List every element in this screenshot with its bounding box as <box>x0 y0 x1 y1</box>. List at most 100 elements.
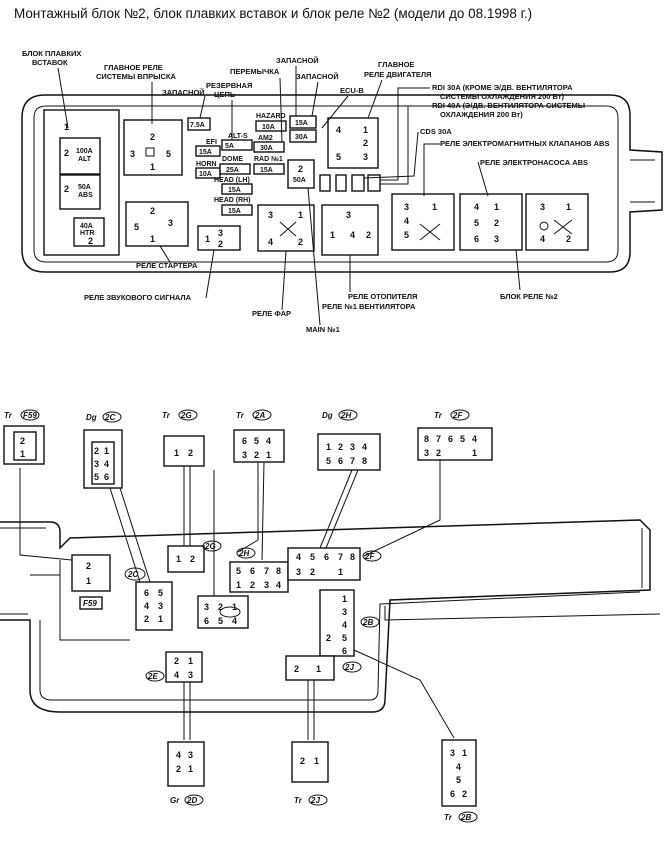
diagram-label: 6 <box>450 789 455 799</box>
diagram-label: 2 <box>566 234 571 244</box>
diagram-label: 1 <box>232 602 237 612</box>
diagram-label: 4 <box>404 216 409 226</box>
diagram-label: 2 <box>64 148 69 158</box>
diagram-label: 2A <box>254 411 265 420</box>
diagram-label: 3 <box>264 580 269 590</box>
diagram-label: 3 <box>158 601 163 611</box>
diagram-label: 7 <box>350 456 355 466</box>
diagram-label: 2E <box>147 672 158 681</box>
diagram-label: 7 <box>436 434 441 444</box>
diagram-label: 2 <box>20 436 25 446</box>
diagram-label: РЕЛЕ ЗВУКОВОГО СИГНАЛА <box>84 293 192 302</box>
diagram-label: 2 <box>174 656 179 666</box>
diagram-label: 2 <box>190 554 195 564</box>
diagram-label: 5 <box>166 149 171 159</box>
diagram-label: 5 <box>342 633 347 643</box>
diagram-label: 2C <box>127 570 138 579</box>
diagram-label: 1 <box>494 202 499 212</box>
diagram-label: HEAD (RH) <box>214 197 251 204</box>
external-connectors: Tr F59 2 1 Dg 2C 2 1 3 4 5 6 Tr 2G 1 2 T… <box>3 409 493 823</box>
diagram-label: 6 <box>250 566 255 576</box>
diagram-label: 1 <box>266 450 271 460</box>
diagram-label: 1 <box>64 122 69 132</box>
diagram-label: 1 <box>298 210 303 220</box>
diagram-label: 50A <box>293 177 306 184</box>
diagram-label: 7 <box>264 566 269 576</box>
diagram-label: 8 <box>276 566 281 576</box>
diagram-label: 2G <box>180 411 192 420</box>
diagram-label: 1 <box>104 446 109 456</box>
diagram-label: 15A <box>260 167 273 174</box>
diagram-label: RDI 40A (Э/ДВ. ВЕНТИЛЯТОРА СИСТЕМЫ <box>432 101 585 110</box>
diagram-label: 1 <box>314 756 319 766</box>
diagram-label: 2 <box>218 239 223 249</box>
diagram-label: 5 <box>218 616 223 626</box>
diagram-label: 2J <box>344 663 354 672</box>
diagram-label: 15A <box>228 187 241 194</box>
diagram-label: ЗАПАСНОЙ <box>162 88 205 97</box>
diagram-label: 15A <box>199 149 212 156</box>
diagram-label: 4 <box>456 762 461 772</box>
diagram-label: 1 <box>330 230 335 240</box>
diagram-label: ECU-B <box>340 86 364 95</box>
diagram-label: 3 <box>188 670 193 680</box>
diagram-label: РЕЛЕ ФАР <box>252 309 291 318</box>
diagram-label: 1 <box>462 748 467 758</box>
diagram-label: 4 <box>266 436 271 446</box>
diagram-label: 2 <box>298 164 303 174</box>
diagram-label: 3 <box>168 218 173 228</box>
diagram-label: 2 <box>86 561 91 571</box>
diagram-label: ГЛАВНОЕ РЕЛЕ <box>104 63 163 72</box>
diagram-label: 1 <box>86 576 91 586</box>
diagram-label: 1 <box>363 125 368 135</box>
diagram-label: 1 <box>176 554 181 564</box>
diagram-label: 2 <box>218 602 223 612</box>
diagram-label: HORN <box>196 161 217 168</box>
diagram-label: 2J <box>310 796 320 805</box>
relay-block-top: 2 2 100A ALT 50A ABS 40A HTR 2 1 2 3 5 1… <box>21 94 663 273</box>
diagram-label: 3 <box>130 149 135 159</box>
diagram-label: 1 <box>150 162 155 172</box>
diagram-label: HAZARD <box>256 113 286 120</box>
diagram-label: 3 <box>346 210 351 220</box>
diagram-label: 2F <box>452 411 463 420</box>
diagram-label: 4 <box>474 202 479 212</box>
diagram-label: 40A <box>80 223 93 230</box>
diagram-label: Tr <box>444 813 453 822</box>
diagram-label: 6 <box>324 552 329 562</box>
diagram-label: 1 <box>472 448 477 458</box>
diagram-label: 5 <box>456 775 461 785</box>
diagram-label: 3 <box>242 450 247 460</box>
diagram-label: 2 <box>64 184 69 194</box>
diagram-label: 1 <box>174 448 179 458</box>
diagram-label: СИСТЕМЫ ВПРЫСКА <box>96 72 176 81</box>
diagram-label: 2 <box>250 580 255 590</box>
diagram-label: 2 <box>150 206 155 216</box>
diagram-label: 5 <box>94 472 99 482</box>
diagram-label: РЕЛЕ ЭЛЕКТРОМАГНИТНЫХ КЛАПАНОВ ABS <box>440 139 609 148</box>
diagram-label: 4 <box>174 670 179 680</box>
relay-block-bottom: 2 1 F59 6 5 4 3 2 1 2C 1 2 2G 3 2 1 6 5 … <box>0 460 661 740</box>
diagram-label: РЕЛЕ №1 ВЕНТИЛЯТОРА <box>322 302 416 311</box>
diagram-label: 1 <box>205 234 210 244</box>
diagram-label: Tr <box>294 796 303 805</box>
diagram-label: Dg <box>322 411 333 420</box>
diagram-label: 2 <box>310 567 315 577</box>
diagram-label: 2 <box>254 450 259 460</box>
diagram-label: ВСТАВОК <box>32 58 68 67</box>
diagram-label: 2 <box>144 614 149 624</box>
diagram-label: 3 <box>268 210 273 220</box>
diagram-label: РЕЛЕ ЭЛЕКТРОНАСОСА ABS <box>480 158 588 167</box>
diagram-label: 5A <box>225 143 234 150</box>
diagram-label: 6 <box>144 588 149 598</box>
diagram-label: 25A <box>226 167 239 174</box>
diagram-label: 4 <box>342 620 347 630</box>
diagram-label: 2 <box>366 230 371 240</box>
diagram-label: RDI 30A (КРОМЕ Э/ДВ. ВЕНТИЛЯТОРА <box>432 83 573 92</box>
diagram-label: РЕЛЕ ОТОПИТЕЛЯ <box>348 292 417 301</box>
diagram-label: 1 <box>188 656 193 666</box>
diagram-label: 3 <box>494 234 499 244</box>
diagram-label: 1 <box>566 202 571 212</box>
diagram-label: 6 <box>242 436 247 446</box>
diagram-label: 4 <box>296 552 301 562</box>
